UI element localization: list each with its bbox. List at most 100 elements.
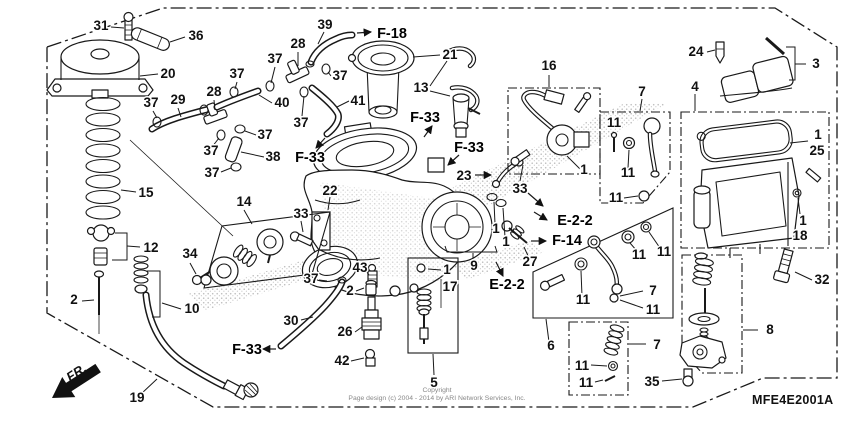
part-callout-33[interactable]: 33: [511, 180, 530, 198]
part-callout-21[interactable]: 21: [441, 46, 460, 64]
part-callout-8[interactable]: 8: [765, 321, 776, 339]
part-callout-1[interactable]: 1: [442, 261, 453, 279]
screw-33-right: [510, 149, 531, 166]
part-callout-1[interactable]: 1: [798, 212, 809, 230]
part-callout-23[interactable]: 23: [455, 167, 474, 185]
part-callout-31[interactable]: 31: [92, 17, 111, 35]
top-cover: [46, 39, 154, 99]
t-joint-28-right: [285, 59, 310, 84]
part-callout-10[interactable]: 10: [183, 300, 201, 318]
part-callout-30[interactable]: 30: [282, 312, 300, 330]
part-callout-24[interactable]: 24: [687, 43, 706, 61]
part-callout-34[interactable]: 34: [181, 245, 200, 263]
part-callout-43[interactable]: 43: [351, 259, 370, 277]
part-callout-42[interactable]: 42: [333, 352, 351, 370]
hose-41: [308, 84, 342, 138]
reference-label-f-33[interactable]: F-33: [409, 109, 442, 128]
part-callout-32[interactable]: 32: [813, 271, 831, 289]
reference-label-f-33[interactable]: F-33: [231, 341, 264, 360]
reference-label-f-33[interactable]: F-33: [294, 149, 327, 168]
part-callout-36[interactable]: 36: [187, 27, 206, 45]
part-callout-7[interactable]: 7: [648, 282, 659, 300]
jet-needle-2: [93, 270, 105, 334]
part-callout-1[interactable]: 1: [579, 161, 590, 179]
part-callout-38[interactable]: 38: [264, 148, 283, 166]
part-callout-11[interactable]: 11: [619, 164, 637, 182]
part-callout-7[interactable]: 7: [637, 83, 648, 101]
front-direction-arrow: FR.: [52, 361, 101, 398]
bolt-42: [364, 348, 376, 367]
part-callout-11[interactable]: 11: [655, 243, 673, 261]
part-callout-9[interactable]: 9: [469, 257, 480, 275]
part-callout-37[interactable]: 37: [228, 65, 246, 83]
tube-36: [130, 27, 170, 51]
reference-label-e-2-2[interactable]: E-2-2: [556, 212, 594, 231]
part-callout-22[interactable]: 22: [321, 182, 339, 200]
bolt-43: [367, 263, 378, 288]
part-callout-14[interactable]: 14: [235, 193, 254, 211]
part-callout-40[interactable]: 40: [273, 94, 291, 112]
float-chamber-box-4: [680, 111, 830, 258]
reference-label-f-18[interactable]: F-18: [376, 25, 409, 44]
footer-copyright: Copyright: [422, 387, 451, 394]
part-callout-37[interactable]: 37: [202, 142, 220, 160]
part-callout-2[interactable]: 2: [69, 291, 80, 309]
part-callout-27[interactable]: 27: [521, 253, 539, 271]
part-callout-17[interactable]: 17: [441, 278, 459, 296]
part-callout-11[interactable]: 11: [574, 291, 592, 309]
part-callout-3[interactable]: 3: [811, 55, 822, 73]
part-callout-1[interactable]: 1: [501, 233, 512, 251]
part-callout-37[interactable]: 37: [142, 94, 160, 112]
part-callout-5[interactable]: 5: [429, 374, 440, 392]
part-callout-16[interactable]: 16: [540, 57, 559, 75]
float-valve-24: [715, 41, 725, 64]
part-callout-13[interactable]: 13: [412, 79, 431, 97]
part-callout-11[interactable]: 11: [605, 114, 623, 132]
part-callout-37[interactable]: 37: [292, 114, 310, 132]
part-callout-37[interactable]: 37: [331, 67, 349, 85]
part-callout-1[interactable]: 1: [813, 126, 824, 144]
part-callout-19[interactable]: 19: [128, 389, 146, 407]
part-callout-4[interactable]: 4: [690, 78, 701, 96]
coil-spring-15: [85, 96, 121, 220]
part-callout-11[interactable]: 11: [630, 246, 648, 264]
assembly-axis: [129, 139, 234, 237]
leader-lines: [81, 26, 813, 395]
reference-label-e-2-2[interactable]: E-2-2: [488, 276, 526, 295]
part-callout-15[interactable]: 15: [137, 184, 156, 202]
part-callout-33[interactable]: 33: [292, 205, 311, 223]
part-callout-1[interactable]: 1: [491, 220, 502, 238]
part-callout-39[interactable]: 39: [316, 16, 334, 34]
fuel-joint: [452, 93, 481, 138]
part-callout-11[interactable]: 11: [577, 374, 595, 392]
part-callout-18[interactable]: 18: [791, 227, 810, 245]
part-callout-20[interactable]: 20: [159, 65, 177, 83]
part-callout-28[interactable]: 28: [289, 35, 308, 53]
part-callout-41[interactable]: 41: [349, 92, 368, 110]
part-callout-29[interactable]: 29: [169, 91, 187, 109]
part-callout-37[interactable]: 37: [302, 270, 320, 288]
part-callout-6[interactable]: 6: [546, 337, 557, 355]
part-callout-37[interactable]: 37: [203, 164, 221, 182]
screw-32: [773, 248, 794, 284]
reference-arrows: [261, 28, 548, 354]
reference-label-f-33[interactable]: F-33: [453, 139, 486, 158]
part-callout-11[interactable]: 11: [573, 357, 591, 375]
part-callout-28[interactable]: 28: [205, 83, 224, 101]
part-callout-2[interactable]: 2: [345, 282, 356, 300]
part-callout-11[interactable]: 11: [644, 301, 662, 319]
part-callout-12[interactable]: 12: [142, 239, 160, 257]
part-callout-35[interactable]: 35: [643, 373, 662, 391]
footer-credit: Page design (c) 2004 - 2014 by ARI Netwo…: [348, 395, 525, 402]
floats-3: [719, 36, 794, 103]
part-callout-11[interactable]: 11: [607, 189, 625, 207]
linkage-box-6: [532, 207, 674, 319]
part-callout-7[interactable]: 7: [652, 336, 663, 354]
reference-label-f-14[interactable]: F-14: [551, 232, 584, 251]
part-callout-37[interactable]: 37: [256, 126, 274, 144]
enrichener-14: [200, 211, 331, 289]
part-callout-25[interactable]: 25: [808, 142, 827, 160]
part-callout-37[interactable]: 37: [266, 50, 284, 68]
part-callout-26[interactable]: 26: [336, 323, 355, 341]
